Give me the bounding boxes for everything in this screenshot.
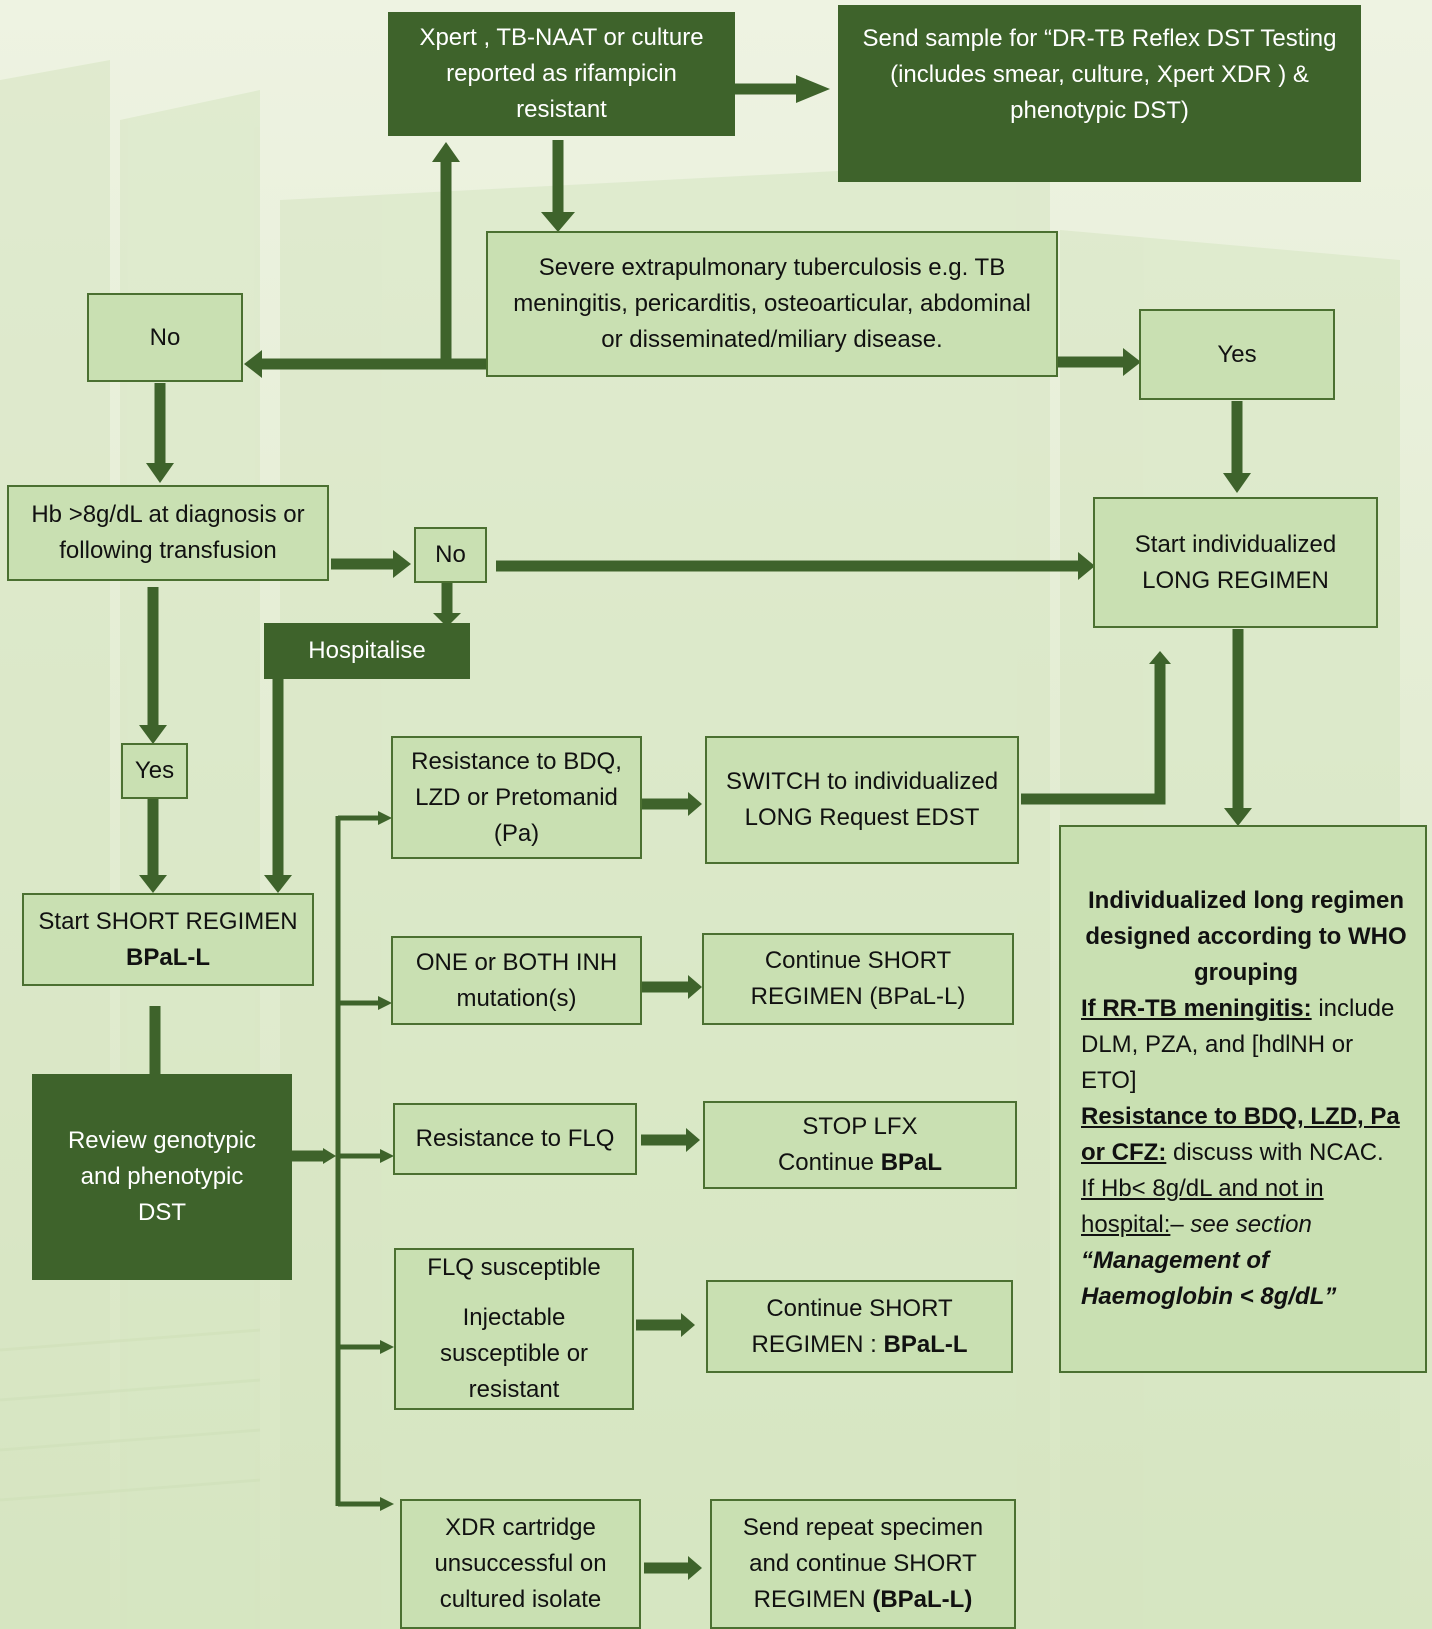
- no-decision-hb: No: [414, 527, 487, 583]
- send-sample-node: Send sample for “DR-TB Reflex DST Testin…: [838, 5, 1361, 182]
- yes-top-label: Yes: [1217, 340, 1257, 368]
- final-long-regimen-node: Individualized long regimen designed acc…: [1059, 825, 1427, 1373]
- start-long-node: Start individualized LONG REGIMEN: [1093, 497, 1378, 628]
- stop-lfx-continue: Continue: [777, 1149, 881, 1176]
- stop-lfx-line2: Continue BPaL: [778, 1145, 942, 1181]
- xdr-unsuccessful-node: XDR cartridge unsuccessful on cultured i…: [400, 1499, 641, 1629]
- continue-short-inh-node: Continue SHORT REGIMEN (BPaL-L): [702, 933, 1014, 1025]
- send-sample-text: Send sample for “DR-TB Reflex DST Testin…: [862, 25, 1337, 124]
- start-short-line2: BPaL-L: [126, 943, 210, 971]
- send-repeat-a: Send repeat specimen and continue SHORT …: [742, 1514, 984, 1613]
- send-repeat-node: Send repeat specimen and continue SHORT …: [710, 1499, 1016, 1629]
- inh-mutation-text: ONE or BOTH INH mutation(s): [415, 948, 618, 1012]
- final-resistance-text: discuss with NCAC.: [1166, 1139, 1384, 1166]
- final-meningitis-label: If RR-TB meningitis:: [1081, 995, 1312, 1022]
- severe-eptb-node: Severe extrapulmonary tuberculosis e.g. …: [486, 231, 1058, 377]
- final-hb-label: If Hb< 8g/dL and not in hospital:: [1081, 1175, 1324, 1238]
- rif-resistant-node: Xpert , TB-NAAT or culture reported as r…: [388, 12, 735, 136]
- review-dst-node: Review genotypic and phenotypic DST: [32, 1074, 292, 1280]
- final-see-section: see section: [1190, 1211, 1312, 1238]
- switch-long-text: SWITCH to individualized LONG Request ED…: [725, 768, 999, 831]
- start-long-text: Start individualized LONG REGIMEN: [1134, 530, 1337, 594]
- rif-resistant-text: Xpert , TB-NAAT or culture reported as r…: [419, 24, 704, 123]
- final-meningitis: If RR-TB meningitis: include DLM, PZA, a…: [1081, 991, 1411, 1099]
- yes-hb-label: Yes: [134, 757, 175, 784]
- flq-susceptible-node: FLQ susceptible Injectable susceptible o…: [394, 1248, 634, 1410]
- switch-long-node: SWITCH to individualized LONG Request ED…: [705, 736, 1019, 864]
- review-dst-text: Review genotypic and phenotypic DST: [67, 1127, 257, 1226]
- yes-decision-top: Yes: [1139, 309, 1335, 400]
- xdr-unsuccessful-text: XDR cartridge unsuccessful on cultured i…: [434, 1514, 607, 1613]
- continue-short-flq-node: Continue SHORT REGIMEN : BPaL-L: [706, 1280, 1013, 1373]
- hb-check-node: Hb >8g/dL at diagnosis or following tran…: [7, 485, 329, 581]
- continue-short-inh-text: Continue SHORT REGIMEN (BPaL-L): [750, 947, 966, 1010]
- res-flq-node: Resistance to FLQ: [393, 1103, 637, 1175]
- res-bdq-node: Resistance to BDQ, LZD or Pretomanid (Pa…: [391, 736, 642, 859]
- hospitalise-node: Hospitalise: [264, 623, 470, 679]
- continue-short-flq-b: BPaL-L: [883, 1330, 968, 1358]
- res-bdq-text: Resistance to BDQ, LZD or Pretomanid (Pa…: [411, 747, 622, 847]
- flq-susceptible-text: FLQ susceptible: [427, 1254, 601, 1281]
- yes-decision-hb: Yes: [121, 743, 188, 799]
- stop-lfx-node: STOP LFX Continue BPaL: [703, 1101, 1017, 1189]
- no-hb-label: No: [435, 541, 466, 568]
- injectable-text: Injectable susceptible or resistant: [439, 1304, 589, 1403]
- final-resistance: Resistance to BDQ, LZD, Pa or CFZ: discu…: [1081, 1099, 1411, 1171]
- send-repeat-b: (BPaL-L): [872, 1586, 973, 1613]
- stop-lfx-line1: STOP LFX: [802, 1113, 918, 1140]
- final-hb-dash: –: [1170, 1211, 1191, 1238]
- inh-mutation-node: ONE or BOTH INH mutation(s): [391, 936, 642, 1025]
- final-meningitis-text: include DLM, PZA, and [hdlNH or ETO]: [1081, 995, 1395, 1094]
- stop-lfx-bpal: BPaL: [880, 1149, 943, 1176]
- final-management: “Management of Haemoglobin < 8g/dL”: [1081, 1247, 1337, 1310]
- send-repeat-text: Send repeat specimen and continue SHORT …: [724, 1510, 1002, 1618]
- continue-short-flq-text: Continue SHORT REGIMEN : BPaL-L: [722, 1291, 997, 1363]
- start-short-line1: Start SHORT REGIMEN: [38, 907, 298, 935]
- hospitalise-text: Hospitalise: [308, 637, 426, 664]
- severe-eptb-text: Severe extrapulmonary tuberculosis e.g. …: [513, 254, 1031, 353]
- res-flq-text: Resistance to FLQ: [415, 1125, 615, 1152]
- continue-short-flq-a: Continue SHORT REGIMEN :: [751, 1294, 953, 1358]
- no-decision-top: No: [87, 293, 243, 382]
- hb-check-text: Hb >8g/dL at diagnosis or following tran…: [31, 501, 305, 564]
- final-heading: Individualized long regimen designed acc…: [1085, 887, 1407, 986]
- final-hb: If Hb< 8g/dL and not in hospital:– see s…: [1081, 1171, 1411, 1243]
- final-resistance-label: Resistance to BDQ, LZD, Pa or CFZ:: [1081, 1103, 1400, 1166]
- no-top-label: No: [149, 323, 181, 351]
- start-short-node: Start SHORT REGIMEN BPaL-L: [22, 893, 314, 986]
